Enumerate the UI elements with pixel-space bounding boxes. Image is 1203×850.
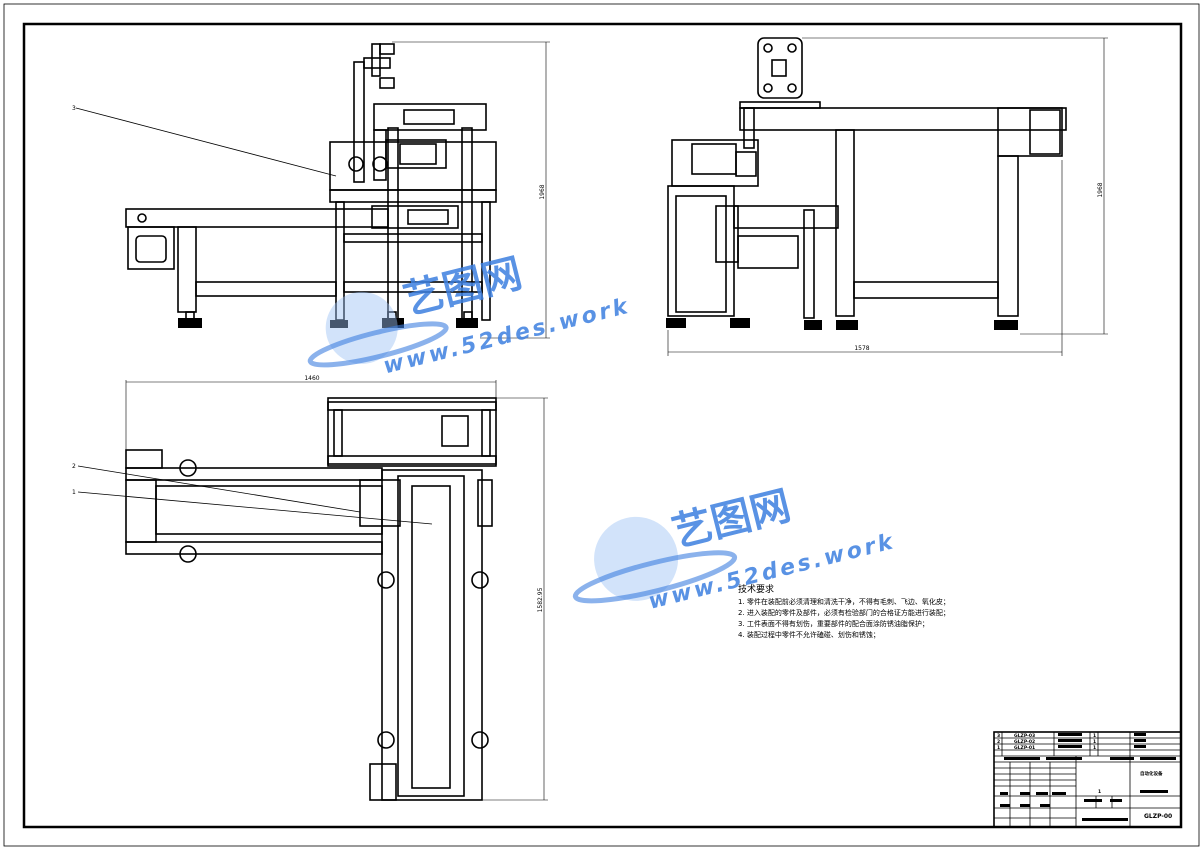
front-height-dim: 1968 [539,184,546,199]
title-block: 3 GLZP-03 1 2 GLZP-02 1 1 GLZP-01 1 [993,731,1182,828]
tech-requirements: 技术要求 1. 零件在装配前必须清理和清洗干净，不得有毛刺、飞边、氧化皮； 2.… [738,583,950,639]
tech-req-heading: 技术要求 [738,583,774,595]
part-3-no: 3 [997,733,1000,739]
part-1-code: GLZP-01 [1014,745,1035,751]
part-3-code: GLZP-03 [1014,733,1035,739]
scale-value: 1 [1098,789,1101,795]
tech-req-item-1: 1. 零件在装配前必须清理和清洗干净，不得有毛刺、飞边、氧化皮； [738,597,950,606]
plan-balloon-1: 1 [72,489,76,496]
inner-border [22,22,1183,829]
part-2-qty: 1 [1093,739,1096,745]
part-2-no: 2 [997,739,1000,745]
side-width-dim: 1578 [854,345,869,352]
part-3-qty: 1 [1093,733,1096,739]
front-balloon-3: 3 [72,105,76,112]
plan-height-dim: 1582.95 [537,587,544,612]
front-view: 3 1968 [72,41,550,339]
tech-req-item-3: 3. 工件表面不得有划伤，重要部件的配合面涂防锈油脂保护； [738,619,929,628]
outer-border [3,3,1200,847]
drawing-number: GLZP-00 [1144,813,1172,820]
tech-req-item-4: 4. 装配过程中零件不允许磕碰、划伤和锈蚀； [738,630,880,639]
part-1-qty: 1 [1093,745,1096,751]
plan-balloon-2: 2 [72,463,76,470]
product-name: 自动化设备 [1140,770,1163,777]
part-1-no: 1 [997,745,1000,751]
watermark-middle-cn: 艺图网 [668,483,796,557]
part-2-code: GLZP-02 [1014,739,1035,745]
plan-width-dim: 1460 [304,375,319,382]
side-height-dim: 1968 [1097,182,1104,197]
tech-req-item-2: 2. 进入装配的零件及部件，必须有检验部门的合格证方能进行装配； [738,608,950,617]
side-view: 1968 1578 [666,37,1108,356]
plan-view: 2 1 1460 1582.95 [72,375,548,801]
watermark-top-cn: 艺图网 [399,250,527,324]
